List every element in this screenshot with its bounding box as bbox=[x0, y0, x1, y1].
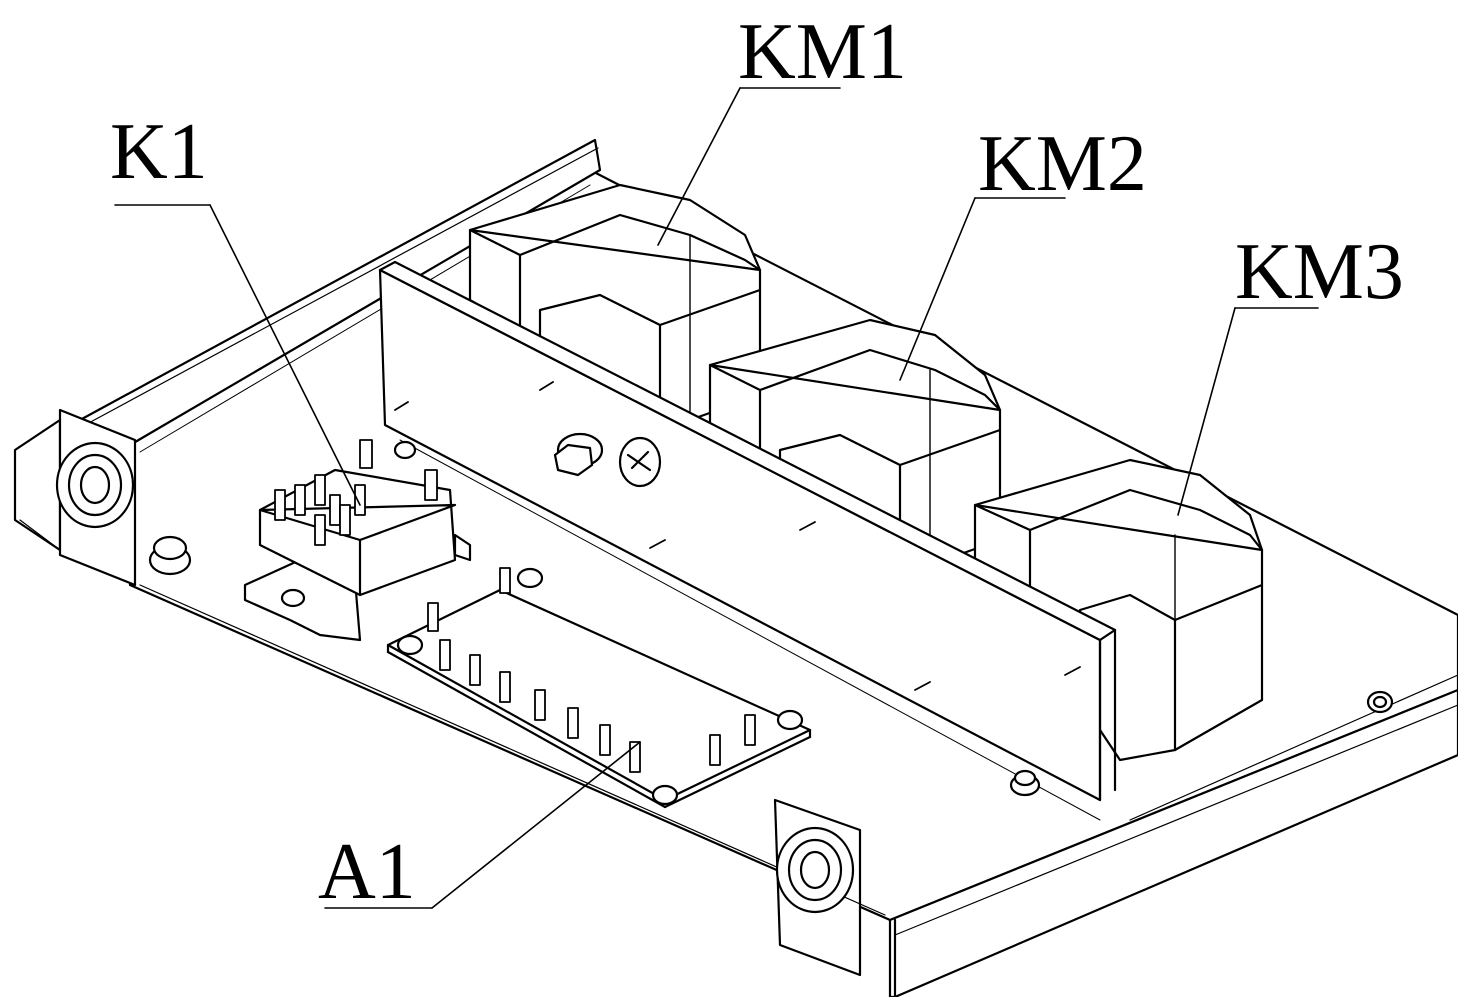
grommet-front bbox=[775, 826, 855, 914]
callouts bbox=[114, 87, 1319, 909]
board-a1-standoffs bbox=[396, 567, 804, 806]
label-a1: A1 bbox=[318, 828, 416, 916]
relay-k1 bbox=[243, 439, 472, 642]
label-km3: KM3 bbox=[1235, 228, 1404, 316]
partition-bolt bbox=[553, 432, 604, 477]
left-flange bbox=[13, 418, 62, 552]
label-k1: K1 bbox=[110, 108, 208, 196]
screw-front-wall bbox=[1366, 690, 1394, 714]
callout-labels: KM1 KM2 KM3 K1 A1 bbox=[110, 8, 1404, 916]
label-km2: KM2 bbox=[978, 120, 1147, 208]
grommet-left bbox=[55, 441, 135, 529]
relay-k1-terminals bbox=[274, 439, 438, 546]
chassis-standoff-left bbox=[148, 535, 192, 576]
partition-pins bbox=[394, 381, 1081, 691]
label-km1: KM1 bbox=[738, 8, 907, 96]
board-a1-terminals bbox=[427, 567, 756, 773]
partition-plate bbox=[378, 260, 1117, 821]
standoff-right bbox=[1009, 769, 1041, 797]
board-a1 bbox=[386, 567, 812, 809]
partition-knob bbox=[618, 436, 662, 488]
front-wall bbox=[888, 688, 1458, 999]
